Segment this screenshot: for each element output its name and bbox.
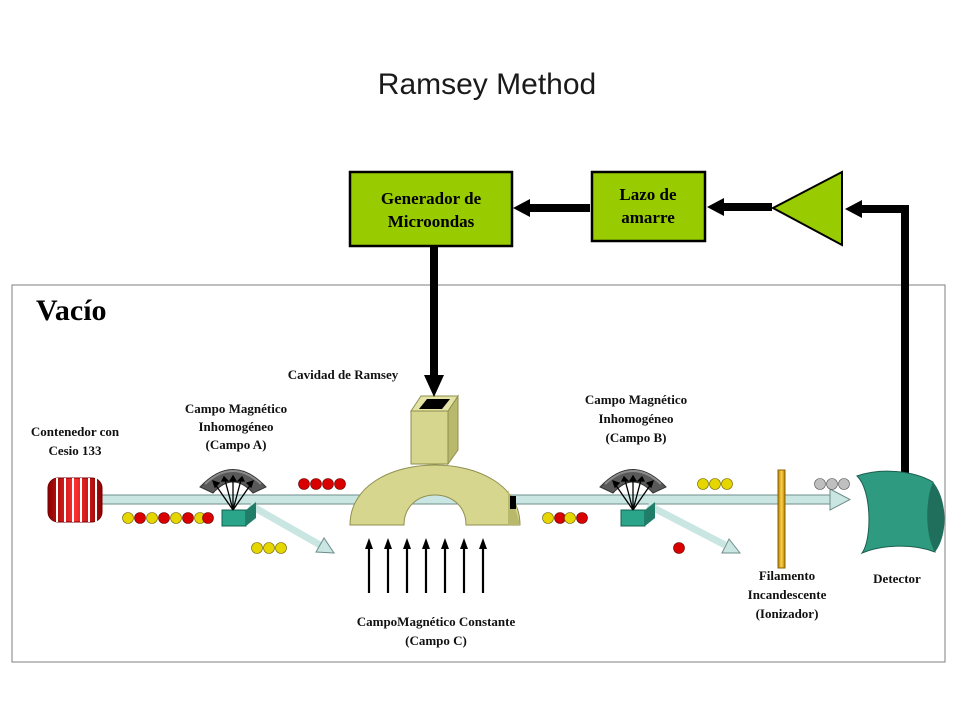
feedback-arrowhead [845, 200, 862, 218]
generator-label-line2: Microondas [388, 212, 475, 231]
label-field-c-line2: (Campo C) [405, 633, 467, 648]
label-container-line2: Cesio 133 [48, 443, 102, 458]
detector-icon [856, 470, 945, 555]
label-filament-line3: (Ionizador) [756, 606, 819, 621]
label-field-c-line1: CampoMagnético Constante [357, 614, 516, 629]
label-filament-line1: Filamento [759, 568, 815, 583]
vacuum-chamber [11, 284, 946, 663]
constant-field-arrows [365, 538, 487, 593]
magnet-b-icon [599, 469, 667, 527]
vacuum-label: Vacío [36, 294, 107, 327]
cesium-container-icon [47, 477, 103, 523]
ramsey-cavity-icon [349, 394, 521, 526]
label-field-b-line2: Inhomogéneo [598, 411, 673, 426]
label-field-b-line1: Campo Magnético [585, 392, 687, 407]
microwave-generator-box [348, 170, 514, 248]
lock-loop-box [590, 170, 707, 243]
amplifier-icon [770, 170, 843, 247]
deflected-beam-b [646, 501, 727, 549]
deflected-beam-a [248, 501, 322, 549]
label-field-a-line3: (Campo A) [205, 437, 266, 452]
lock-loop-label-line1: Lazo de [619, 185, 677, 204]
cavity-arrowhead [424, 375, 444, 397]
lock-loop-label-line2: amarre [621, 208, 675, 227]
deflected-beam-b-arrowhead [721, 538, 742, 554]
generator-label-line1: Generador de [381, 189, 482, 208]
label-field-a-line2: Inhomogéneo [198, 419, 273, 434]
atoms-group [122, 478, 850, 554]
label-ramsey-cavity: Cavidad de Ramsey [288, 367, 399, 382]
diagram-title: Ramsey Method [378, 68, 596, 101]
beam-arrowhead [829, 488, 852, 511]
arrowhead-generator [513, 199, 530, 217]
label-field-a-line1: Campo Magnético [185, 401, 287, 416]
label-detector: Detector [873, 571, 921, 586]
label-filament-line2: Incandescente [748, 587, 827, 602]
label-field-b-line3: (Campo B) [605, 430, 666, 445]
arrowhead-lock [707, 198, 724, 216]
label-container-line1: Contenedor con [31, 424, 120, 439]
magnet-a-icon [199, 469, 267, 527]
filament-icon [777, 469, 786, 569]
deflected-beam-a-arrowhead [315, 537, 335, 554]
